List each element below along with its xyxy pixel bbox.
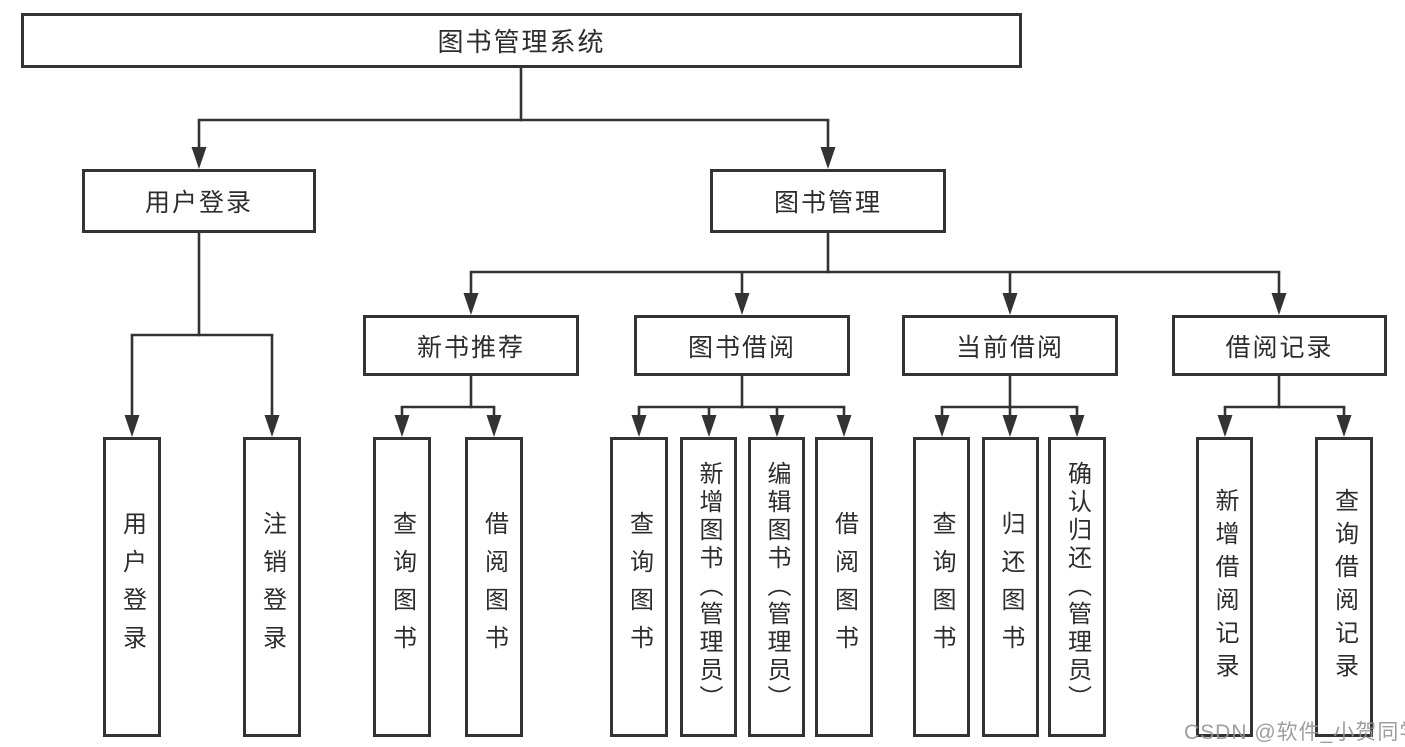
leaf-borrow-books: 借阅图书 — [815, 437, 873, 737]
node-library-management-system: 图书管理系统 — [21, 13, 1022, 68]
node-book-management-branch: 图书管理 — [710, 169, 946, 233]
node-book-borrowing: 图书借阅 — [634, 315, 850, 376]
leaf-confirm-return-admin: 确认归还（管理员） — [1048, 437, 1106, 737]
watermark-text: CSDN @软件_小贺同学 — [1184, 721, 1405, 744]
leaf-user-login: 用户登录 — [103, 437, 161, 737]
leaf-add-borrow-record: 新增借阅记录 — [1196, 437, 1253, 737]
leaf-query-borrow-record: 查询借阅记录 — [1315, 437, 1373, 737]
leaf-query-books-borrowing: 查询图书 — [610, 437, 668, 737]
node-current-borrowing: 当前借阅 — [902, 315, 1118, 376]
leaf-query-books-recommend: 查询图书 — [373, 437, 431, 737]
node-borrowing-records: 借阅记录 — [1172, 315, 1387, 376]
leaf-edit-book-admin: 编辑图书（管理员） — [748, 437, 805, 737]
leaf-borrow-books-recommend: 借阅图书 — [465, 437, 523, 737]
leaf-return-book: 归还图书 — [982, 437, 1039, 737]
leaf-logout: 注销登录 — [243, 437, 301, 737]
node-new-book-recommendation: 新书推荐 — [363, 315, 579, 376]
node-user-login-branch: 用户登录 — [82, 169, 316, 233]
leaf-add-book-admin: 新增图书（管理员） — [680, 437, 737, 737]
leaf-query-books-current: 查询图书 — [913, 437, 970, 737]
